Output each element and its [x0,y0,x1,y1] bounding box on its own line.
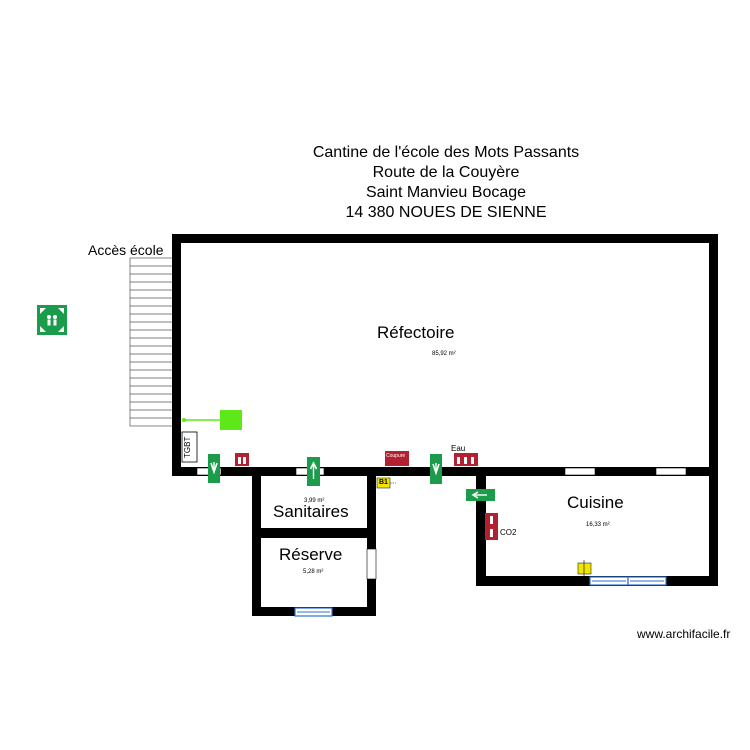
co2-label: CO2 [500,528,517,537]
title-line-1: Cantine de l'école des Mots Passants [312,144,580,161]
fire-extinguisher-icon [235,453,249,466]
title-line-3: Saint Manvieu Bocage [365,184,527,201]
coupure-label: Coupure [386,453,406,459]
cuisine-windows [589,576,667,586]
b1-label: B1 [379,479,388,486]
acces-ecole-label: Accès école [88,242,164,258]
reserve-openings [294,548,377,617]
title-line-4: 14 380 NOUES DE SIENNE [345,204,547,221]
emergency-exit-icon [208,454,220,483]
room-name-sanitaires: Sanitaires [273,502,349,521]
fire-extinguisher-icon [485,513,498,540]
stairs [129,257,174,427]
room-name-refectoire: Réfectoire [377,323,455,342]
plan-title: Cantine de l'école des Mots Passants Rou… [246,143,646,223]
eau-label: Eau [451,444,466,453]
coupure-box [385,451,409,466]
tgbt-label: TGBT [183,436,192,458]
room-name-cuisine: Cuisine [567,493,624,512]
room-area-cuisine: 16,33 m² [586,522,610,528]
emergency-exit-icon [430,454,442,484]
refectoire-walls [172,234,718,476]
footer-watermark: www.archifacile.fr [637,627,731,641]
fire-extinguisher-icon [454,453,478,466]
room-name-reserve: Réserve [279,545,343,564]
room-area-refectoire: 85,92 m² [432,351,456,357]
assembly-point-icon [37,305,67,335]
emergency-exit-icon [466,489,495,501]
title-line-2: Route de la Couyère [372,164,520,181]
yellow-marker-cuisine [577,562,592,575]
emergency-exit-icon [307,457,320,486]
tgbt-box [181,431,198,463]
lime-panel [182,410,242,430]
room-area-sanitaires: 3,99 m² [304,498,325,504]
room-area-reserve: 5,28 m² [303,569,324,575]
